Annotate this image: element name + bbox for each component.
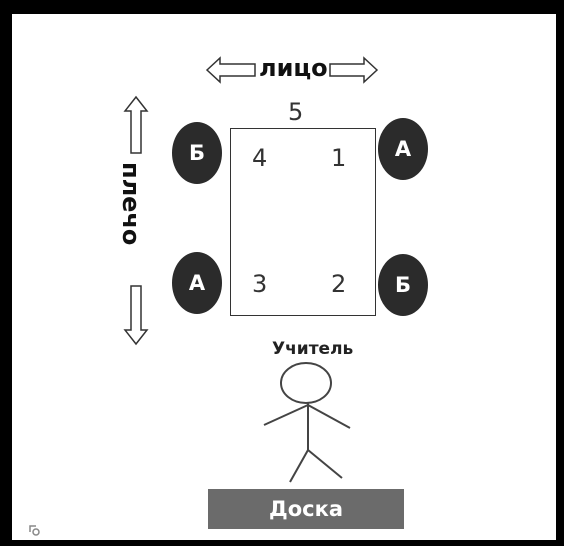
desk-number-4: 4: [252, 144, 268, 172]
corner-mark-icon: [29, 525, 40, 536]
board: Доска: [208, 489, 404, 529]
desk-number-3: 3: [252, 270, 268, 298]
student-top-left: Б: [172, 122, 222, 184]
shoulder-label: плечо: [117, 162, 145, 246]
student-bottom-left: А: [172, 252, 222, 314]
down-arrow-icon: [123, 285, 149, 346]
desk-number-2: 2: [331, 270, 347, 298]
face-label: лицо: [259, 54, 328, 82]
right-arrow-icon: [329, 56, 379, 84]
group-desk: [230, 128, 376, 316]
teacher-label: Учитель: [272, 339, 354, 359]
left-arrow-icon: [205, 56, 256, 84]
up-arrow-icon: [123, 95, 149, 154]
teacher-figure-icon: [263, 362, 351, 483]
desk-number-1: 1: [331, 144, 347, 172]
student-top-right: А: [378, 118, 428, 180]
desk-number-5: 5: [288, 98, 304, 126]
student-bottom-right: Б: [378, 254, 428, 316]
